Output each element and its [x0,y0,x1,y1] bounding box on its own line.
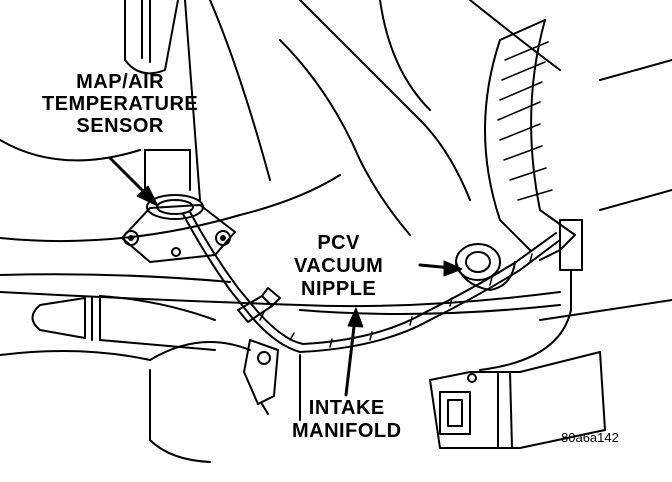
vacuum-harness [182,211,561,353]
sensor-housing-right [429,309,606,449]
left-hose [31,295,216,351]
intake-manifold-label: INTAKE MANIFOLD [292,398,402,441]
callout-line: PCV [317,232,360,254]
harness-connector [237,287,281,415]
callout-line: INTAKE [308,397,385,419]
figure-code: 80a6a142 [561,430,619,445]
callout-line: MAP/AIR [76,71,165,93]
engine-outline [0,0,672,463]
pcv-vacuum-nipple-label: PCV VACUUM NIPPLE [294,233,383,299]
callout-line: TEMPERATURE [42,93,199,115]
callout-line: MANIFOLD [292,420,402,442]
air-duct [484,19,583,311]
map-air-temperature-sensor-label: MAP/AIR TEMPERATURE SENSOR [42,72,198,136]
callout-line: NIPPLE [301,278,377,300]
callout-line: VACUUM [294,255,384,277]
map-sensor-body [121,149,236,263]
callout-line: SENSOR [76,115,164,137]
pcv-nipple-part [455,243,516,291]
arrowheads [136,185,463,328]
